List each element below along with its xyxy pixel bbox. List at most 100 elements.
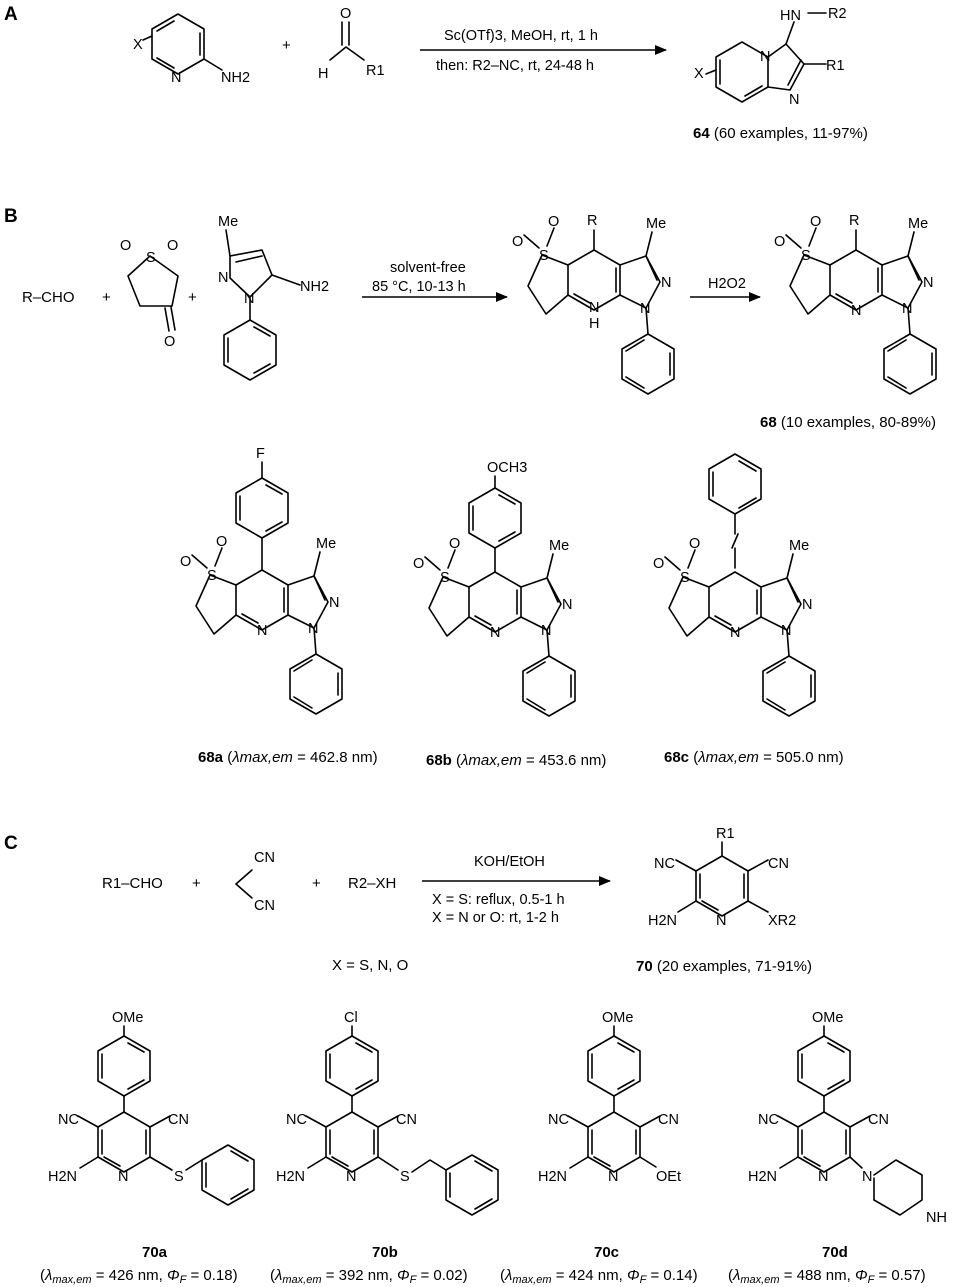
svg-text:R: R <box>587 213 597 229</box>
svg-text:NC: NC <box>654 856 675 872</box>
product-64-label: 64 (60 examples, 11-97%) <box>693 125 868 142</box>
product-70-structure: R1 NC CN H2N N XR2 <box>648 826 796 929</box>
svg-text:O: O <box>653 556 664 572</box>
svg-text:NC: NC <box>548 1112 569 1128</box>
aminopyridine-structure: X N NH2 <box>133 13 250 86</box>
sulfolanone-structure: S O O O <box>120 238 179 350</box>
example-68c-label: 68c (λmax,em = 505.0 nm) <box>664 749 844 766</box>
panel-label-b: B <box>4 206 18 227</box>
example-70d-props: (λmax,em = 488 nm, ΦF = 0.57) <box>728 1267 926 1286</box>
svg-text:O: O <box>512 234 523 250</box>
svg-text:CN: CN <box>168 1112 189 1128</box>
svg-text:S: S <box>400 1169 410 1185</box>
condition-c-1: X = S: reflux, 0.5-1 h <box>432 892 565 908</box>
svg-text:N: N <box>308 621 318 637</box>
svg-text:XR2: XR2 <box>768 913 796 929</box>
svg-text:N: N <box>851 303 861 319</box>
example-70c-props: (λmax,em = 424 nm, ΦF = 0.14) <box>500 1267 698 1286</box>
svg-text:N: N <box>789 92 799 108</box>
oxidant-label: H2O2 <box>708 276 746 292</box>
malononitrile-structure: CN CN <box>235 850 275 914</box>
example-70b-props: (λmax,em = 392 nm, ΦF = 0.02) <box>270 1267 468 1286</box>
plus-sign: + <box>102 289 111 306</box>
svg-text:N: N <box>716 913 726 929</box>
plus-sign: + <box>312 875 321 892</box>
imidazopyridine-structure: N N HN R2 R1 X <box>694 6 847 108</box>
condition-c-top: KOH/EtOH <box>474 854 545 870</box>
svg-text:O: O <box>340 6 351 22</box>
product-68-label: 68 (10 examples, 80-89%) <box>760 414 936 431</box>
svg-text:HN: HN <box>780 8 801 24</box>
svg-text:OMe: OMe <box>602 1010 633 1026</box>
condition-c-2: X = N or O: rt, 1-2 h <box>432 910 559 926</box>
svg-text:H2N: H2N <box>538 1169 567 1185</box>
svg-text:N: N <box>760 49 770 65</box>
svg-text:N: N <box>781 623 791 639</box>
svg-text:N: N <box>490 625 500 641</box>
svg-text:NC: NC <box>758 1112 779 1128</box>
svg-text:N: N <box>541 623 551 639</box>
svg-text:O: O <box>810 214 821 230</box>
condition-b-2: 85 °C, 10-13 h <box>372 279 466 295</box>
panel-label-a: A <box>4 4 18 25</box>
svg-text:N: N <box>802 597 812 613</box>
svg-text:H2N: H2N <box>748 1169 777 1185</box>
example-70d-structure: OMe NC CN H2N N N NH <box>748 1010 947 1226</box>
svg-text:X: X <box>133 37 143 53</box>
svg-text:CN: CN <box>254 850 275 866</box>
svg-text:N: N <box>902 301 912 317</box>
svg-text:Me: Me <box>218 214 238 230</box>
svg-text:R1: R1 <box>826 58 845 74</box>
svg-text:O: O <box>120 238 131 254</box>
example-68c-structure: Me S O O N N N <box>653 453 816 717</box>
svg-text:N: N <box>329 595 339 611</box>
svg-text:O: O <box>164 334 175 350</box>
svg-text:N: N <box>730 625 740 641</box>
svg-text:R2: R2 <box>828 6 847 22</box>
svg-text:CN: CN <box>768 856 789 872</box>
svg-text:CN: CN <box>396 1112 417 1128</box>
reactant-aldehyde: R–CHO <box>22 289 75 306</box>
svg-text:O: O <box>413 556 424 572</box>
dihydro-intermediate-structure: R Me S O O N N N H <box>512 213 675 395</box>
svg-text:NH2: NH2 <box>300 279 329 295</box>
example-70c-structure: OMe NC CN H2N N OEt <box>538 1010 681 1185</box>
svg-text:N: N <box>923 275 933 291</box>
svg-text:S: S <box>440 570 450 586</box>
svg-text:NH: NH <box>926 1210 947 1226</box>
svg-text:N: N <box>640 301 650 317</box>
svg-text:N: N <box>661 275 671 291</box>
svg-text:O: O <box>449 536 460 552</box>
svg-text:N: N <box>818 1169 828 1185</box>
svg-text:CN: CN <box>658 1112 679 1128</box>
svg-text:N: N <box>244 291 254 307</box>
svg-text:N: N <box>171 70 181 86</box>
svg-text:H2N: H2N <box>48 1169 77 1185</box>
svg-text:O: O <box>548 214 559 230</box>
example-68b-label: 68b (λmax,em = 453.6 nm) <box>426 752 606 769</box>
svg-text:NH2: NH2 <box>221 70 250 86</box>
example-70a-props: (λmax,em = 426 nm, ΦF = 0.18) <box>40 1267 238 1286</box>
example-68a-structure: F Me S O O N N N <box>180 446 343 715</box>
svg-text:S: S <box>207 568 217 584</box>
condition-a-1: Sc(OTf)3, MeOH, rt, 1 h <box>444 28 598 44</box>
svg-text:O: O <box>167 238 178 254</box>
svg-text:S: S <box>680 570 690 586</box>
svg-text:NC: NC <box>58 1112 79 1128</box>
example-70b-id: 70b <box>372 1244 398 1261</box>
svg-text:R1: R1 <box>716 826 735 842</box>
svg-text:OMe: OMe <box>112 1010 143 1026</box>
svg-text:Me: Me <box>646 216 666 232</box>
svg-text:OMe: OMe <box>812 1010 843 1026</box>
svg-text:N: N <box>589 300 599 316</box>
plus-sign: + <box>282 37 291 54</box>
condition-a-2: then: R2–NC, rt, 24-48 h <box>436 58 594 74</box>
svg-text:O: O <box>180 554 191 570</box>
svg-text:O: O <box>774 234 785 250</box>
svg-text:S: S <box>146 250 156 266</box>
svg-text:Me: Me <box>789 538 809 554</box>
condition-b-1: solvent-free <box>390 260 466 276</box>
svg-text:NC: NC <box>286 1112 307 1128</box>
svg-text:H: H <box>318 66 328 82</box>
